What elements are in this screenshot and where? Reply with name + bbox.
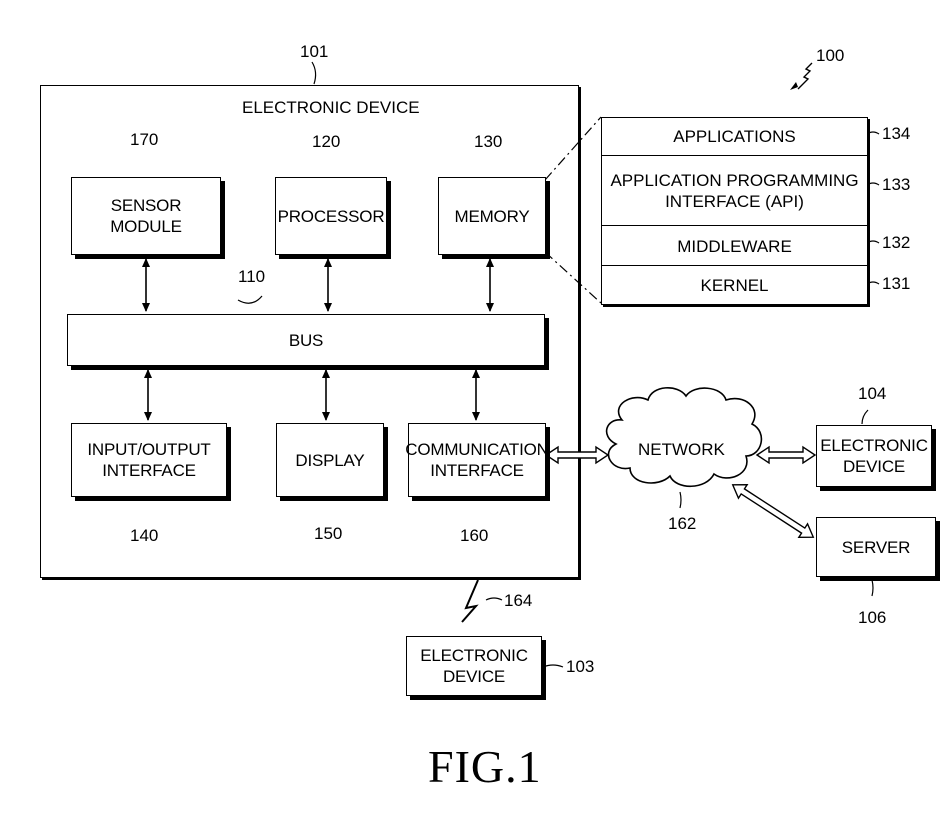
stack-ref-131: 131 <box>882 274 910 294</box>
wireless-ref: 164 <box>504 591 532 611</box>
electronic-device-103-box: ELECTRONIC DEVICE <box>406 636 542 696</box>
processor-box: PROCESSOR <box>275 177 387 255</box>
device104-ref: 104 <box>858 384 886 404</box>
network-label: NETWORK <box>638 440 725 460</box>
hollow-arrow-comm-network <box>546 447 608 463</box>
stack-ref-134: 134 <box>882 124 910 144</box>
device103-ref: 103 <box>566 657 594 677</box>
server-box: SERVER <box>816 517 936 577</box>
bus-ref: 110 <box>238 267 265 287</box>
hollow-arrow-network-server <box>728 478 817 544</box>
server-ref: 106 <box>858 608 886 628</box>
stack-kernel: KERNEL <box>602 265 867 305</box>
stack-middleware: MIDDLEWARE <box>602 225 867 266</box>
memory-box: MEMORY <box>438 177 546 255</box>
processor-ref: 120 <box>312 132 340 152</box>
electronic-device-104-box: ELECTRONIC DEVICE <box>816 425 932 487</box>
stack-applications: APPLICATIONS <box>602 118 867 155</box>
stack-api: APPLICATION PROGRAMMING INTERFACE (API) <box>602 155 867 226</box>
communication-interface-box: COMMUNICATION INTERFACE <box>408 423 546 497</box>
bus-box: BUS <box>67 314 545 366</box>
comm-ref: 160 <box>460 526 488 546</box>
stack-ref-132: 132 <box>882 233 910 253</box>
memory-software-stack: APPLICATIONS APPLICATION PROGRAMMING INT… <box>601 117 868 305</box>
figure-ref-100: 100 <box>816 46 844 66</box>
display-box: DISPLAY <box>276 423 384 497</box>
sensor-ref: 170 <box>130 130 158 150</box>
network-cloud <box>607 388 762 486</box>
hollow-arrow-network-device104 <box>757 447 815 463</box>
input-output-interface-box: INPUT/OUTPUT INTERFACE <box>71 423 227 497</box>
display-ref: 150 <box>314 524 342 544</box>
io-ref: 140 <box>130 526 158 546</box>
sensor-module-box: SENSOR MODULE <box>71 177 221 255</box>
figure-caption: FIG.1 <box>428 740 542 793</box>
stack-ref-133: 133 <box>882 175 910 195</box>
memory-ref: 130 <box>474 132 502 152</box>
wireless-bolt-icon <box>462 580 478 622</box>
network-ref: 162 <box>668 514 696 534</box>
